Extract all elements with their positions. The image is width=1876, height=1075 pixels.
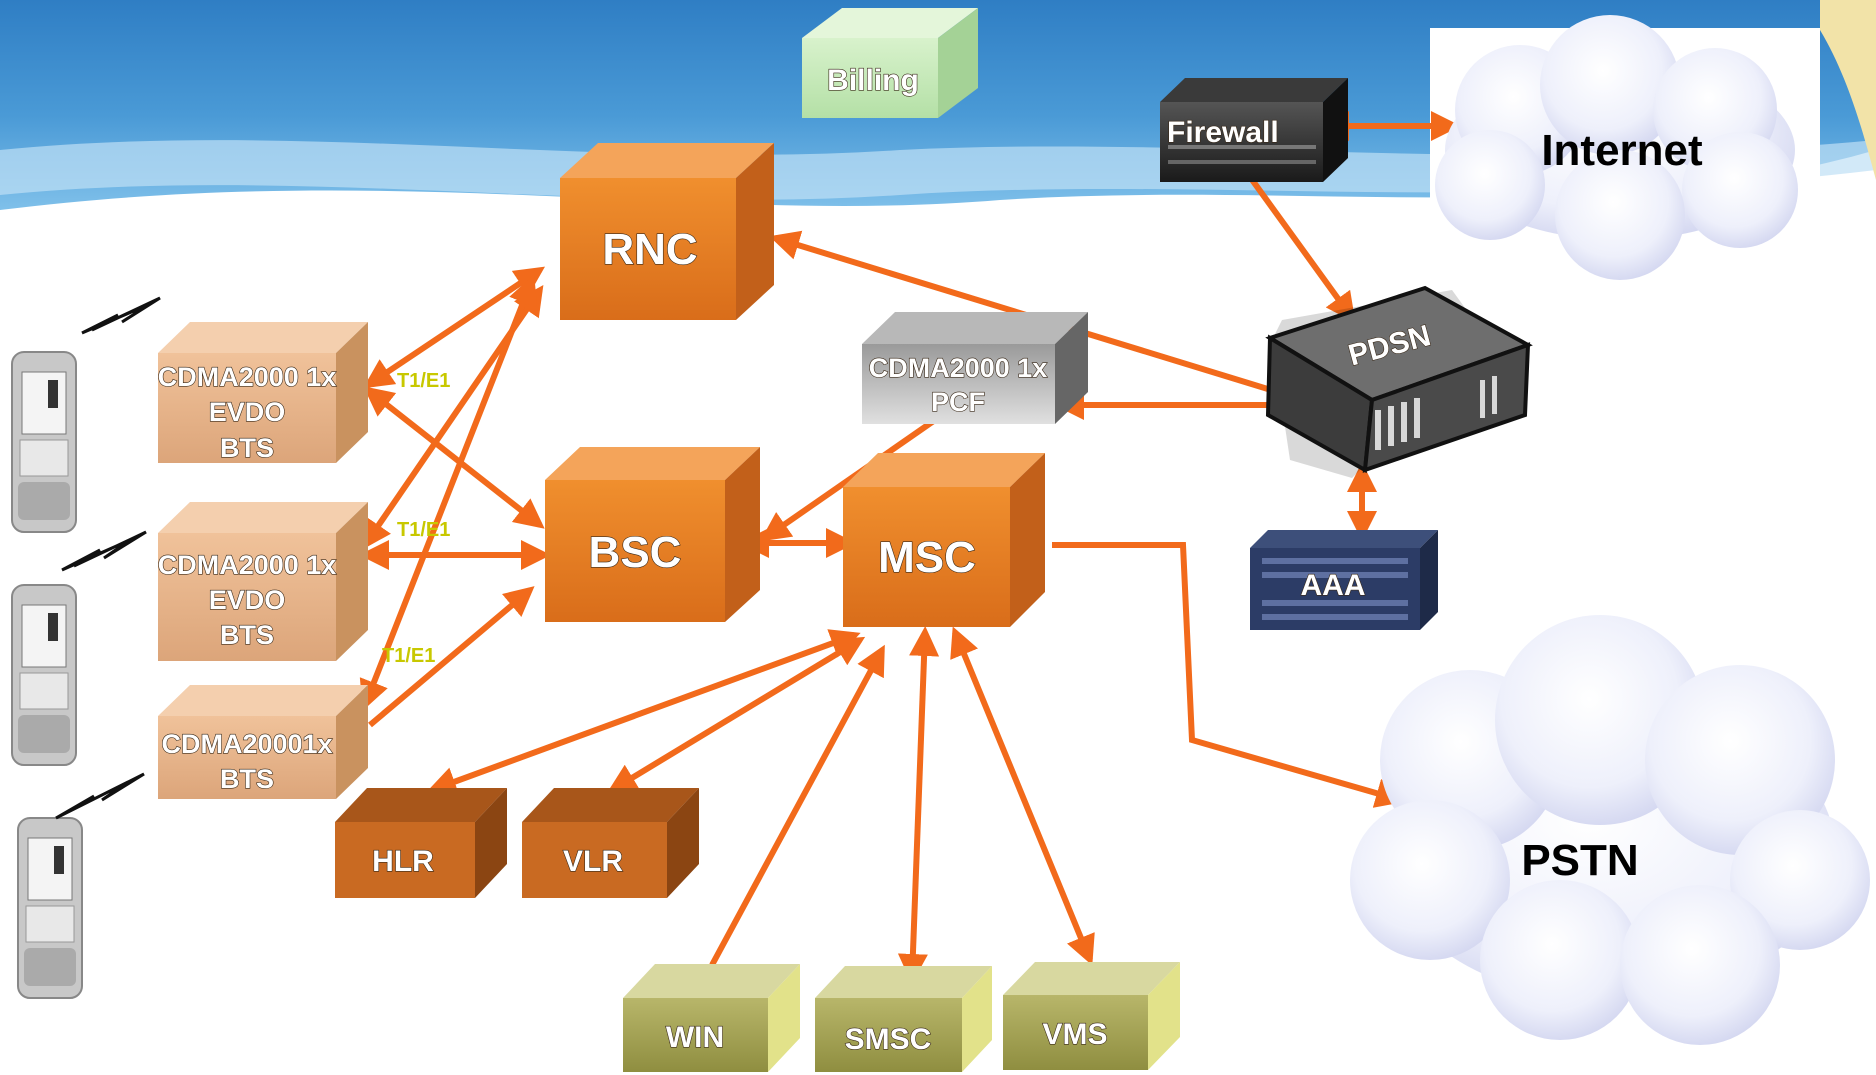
link-msc-smsc <box>897 626 940 984</box>
bts3-label-line2: BTS <box>220 764 274 794</box>
cloud-icon <box>1435 15 1798 280</box>
msc-node: MSC <box>843 453 1045 627</box>
lightning-icon <box>81 296 161 335</box>
handset-1 <box>11 296 161 533</box>
link-msc-pstn <box>1052 542 1406 808</box>
bts2-label-line3: BTS <box>220 620 274 650</box>
hlr-node: HLR <box>335 788 507 898</box>
aaa-node: AAA <box>1250 530 1438 630</box>
t1e1-label-2: T1/E1 <box>397 519 450 541</box>
bts1-node: CDMA2000 1x EVDO BTS <box>157 322 368 464</box>
win-node: WIN <box>623 964 800 1072</box>
rnc-node: RNC <box>560 143 774 320</box>
lightning-icon <box>55 772 145 820</box>
bts3-label-line1: CDMA20001x <box>161 729 332 759</box>
bts2-label-line2: EVDO <box>209 585 286 615</box>
pcf-label-line2: PCF <box>931 387 985 417</box>
bsc-label: BSC <box>589 528 682 577</box>
bsc-node: BSC <box>545 447 760 622</box>
phone-icon <box>11 584 77 766</box>
hlr-label: HLR <box>372 845 434 878</box>
firewall-label: Firewall <box>1167 116 1279 149</box>
handset-3 <box>17 772 145 999</box>
vlr-label: VLR <box>563 845 623 878</box>
lightning-icon <box>61 530 147 572</box>
bts1-label-line2: EVDO <box>209 397 286 427</box>
firewall-node: Firewall <box>1160 78 1348 182</box>
link-msc-vms <box>950 626 1095 966</box>
pcf-node: CDMA2000 1x PCF <box>862 312 1088 424</box>
bts2-label-line1: CDMA2000 1x <box>158 550 337 580</box>
bts3-node: CDMA20001x BTS <box>158 685 368 799</box>
internet-label: Internet <box>1541 126 1703 175</box>
pcf-label-line1: CDMA2000 1x <box>869 353 1048 383</box>
rnc-label: RNC <box>602 225 697 274</box>
vms-node: VMS <box>1003 962 1180 1070</box>
link-bts3-rnc <box>359 274 538 711</box>
pdsn-node: PDSN <box>1265 285 1533 478</box>
link-firewall-pdsn <box>1242 168 1356 323</box>
vlr-node: VLR <box>522 788 699 898</box>
link-pcf-bsc <box>760 417 937 542</box>
pstn-label: PSTN <box>1521 836 1638 885</box>
internet-cloud: Internet <box>1435 15 1798 280</box>
msc-label: MSC <box>878 533 976 582</box>
bts2-node: CDMA2000 1x EVDO BTS <box>157 502 368 661</box>
billing-label: Billing <box>827 64 919 97</box>
pstn-cloud: PSTN <box>1350 615 1870 1045</box>
phone-icon <box>11 351 77 533</box>
aaa-label: AAA <box>1301 569 1366 602</box>
cloud-icon <box>1350 615 1870 1045</box>
bts1-label-line1: CDMA2000 1x <box>158 362 337 392</box>
t1e1-label-1: T1/E1 <box>397 370 450 392</box>
vms-label: VMS <box>1042 1018 1107 1051</box>
link-msc-win <box>709 644 885 967</box>
smsc-node: SMSC <box>815 966 992 1072</box>
win-label: WIN <box>666 1021 724 1054</box>
phone-icon <box>17 817 83 999</box>
link-msc-hlr <box>426 629 861 796</box>
handset-2 <box>11 530 147 766</box>
smsc-label: SMSC <box>845 1023 932 1056</box>
bts1-label-line3: BTS <box>220 433 274 463</box>
billing-node: Billing <box>802 8 978 118</box>
server-icon <box>1160 102 1323 182</box>
link-labels: T1/E1 T1/E1 T1/E1 <box>382 370 450 667</box>
t1e1-label-3: T1/E1 <box>382 645 435 667</box>
pdsn-slots <box>1375 376 1497 450</box>
link-msc-vlr <box>606 636 866 794</box>
